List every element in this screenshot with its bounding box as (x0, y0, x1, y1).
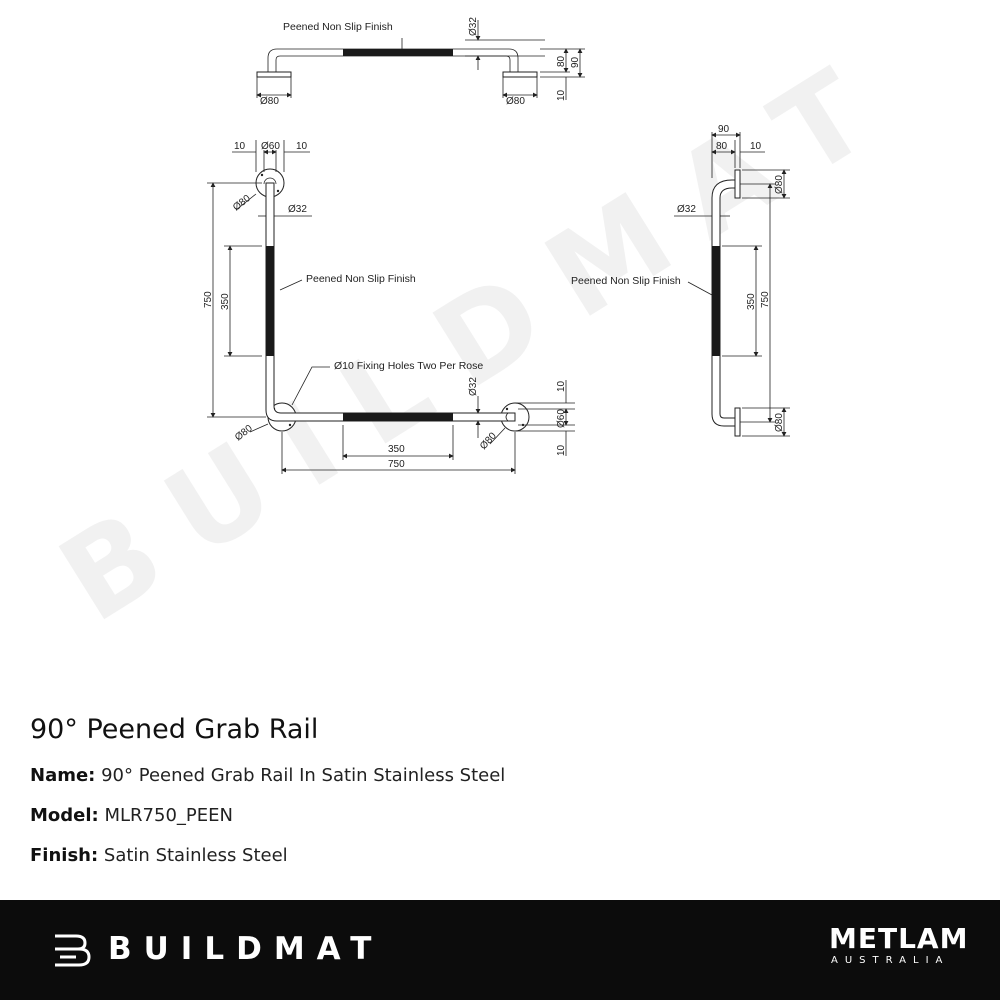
dim-60-front: Ø60 (261, 141, 280, 152)
product-finish-row: Finish: Satin Stainless Steel (30, 844, 970, 868)
dim-750-front-vertical: 750 (203, 291, 214, 308)
dim-750-front-horizontal: 750 (388, 459, 405, 470)
dim-pipe-diameter-side: Ø32 (677, 204, 696, 215)
peened-section-side (712, 246, 720, 356)
dim-rose-diameter-front-right: Ø80 (478, 430, 499, 452)
label-fixing-holes: Ø10 Fixing Holes Two Per Rose (334, 360, 483, 372)
dim-rose-diameter-front-top: Ø80 (231, 193, 253, 214)
product-model-row: Model: MLR750_PEEN (30, 804, 970, 828)
dim-750-side: 750 (760, 291, 771, 308)
metlam-wordmark: METLAM (829, 922, 969, 955)
top-view: Ø80 Ø80 Peened Non Slip Finish Ø32 80 90… (256, 17, 585, 107)
dim-rose-diameter-top-left: Ø80 (260, 96, 279, 107)
peened-section-vertical (266, 246, 274, 356)
model-value: MLR750_PEEN (104, 805, 233, 826)
buildmat-logo-icon (55, 934, 91, 967)
front-view: Ø60 10 10 Ø80 Ø32 750 350 Peened Non Sli… (203, 140, 575, 474)
dim-pipe-diameter-top: Ø32 (468, 17, 479, 36)
label-peened-top: Peened Non Slip Finish (283, 21, 393, 33)
dim-350-front-horizontal: 350 (388, 444, 405, 455)
dim-10-top: 10 (556, 89, 567, 101)
label-peened-side: Peened Non Slip Finish (571, 275, 681, 287)
dim-10-front-right: 10 (296, 141, 308, 152)
peened-section-top (343, 49, 453, 56)
model-label: Model: (30, 805, 99, 826)
dim-10-front-right-top: 10 (556, 380, 567, 392)
dim-90-side: 90 (718, 124, 730, 135)
dim-350-front-vertical: 350 (220, 293, 231, 310)
buildmat-wordmark: BUILDMAT (108, 931, 384, 967)
finish-value: Satin Stainless Steel (103, 845, 288, 866)
footer-bar (0, 900, 1000, 1000)
finish-label: Finish: (30, 845, 99, 866)
product-name-row: Name: 90° Peened Grab Rail In Satin Stai… (30, 764, 970, 788)
dim-10-front-left: 10 (234, 141, 246, 152)
dim-350-side: 350 (746, 293, 757, 310)
dim-rose-diameter-top-right: Ø80 (506, 96, 525, 107)
dim-rose-diameter-side-top: Ø80 (774, 175, 785, 194)
dim-90-top: 90 (570, 56, 581, 68)
metlam-subtitle: AUSTRALIA (831, 955, 950, 966)
dim-10-side: 10 (750, 141, 762, 152)
dim-pipe-diameter-front-right: Ø32 (468, 377, 479, 396)
label-peened-front: Peened Non Slip Finish (306, 273, 416, 285)
dim-10-front-right-bottom: 10 (556, 444, 567, 456)
dim-pipe-diameter-front: Ø32 (288, 204, 307, 215)
technical-drawing: BUILDMAT Ø80 Ø80 Peened Non Slip Finish … (37, 17, 920, 649)
dim-80-top: 80 (556, 55, 567, 67)
product-info: 90° Peened Grab Rail Name: 90° Peened Gr… (30, 712, 970, 884)
dim-80-side: 80 (716, 141, 728, 152)
product-title: 90° Peened Grab Rail (30, 714, 319, 745)
peened-section-horizontal (343, 413, 453, 421)
side-view: 90 80 10 Ø80 Ø80 350 750 Ø32 Peened Non … (571, 124, 790, 437)
watermark: BUILDMAT (37, 26, 920, 649)
name-label: Name: (30, 765, 96, 786)
name-value: 90° Peened Grab Rail In Satin Stainless … (101, 765, 506, 786)
dim-rose-diameter-side-bottom: Ø80 (774, 413, 785, 432)
dim-60-front-right: Ø60 (556, 409, 567, 428)
